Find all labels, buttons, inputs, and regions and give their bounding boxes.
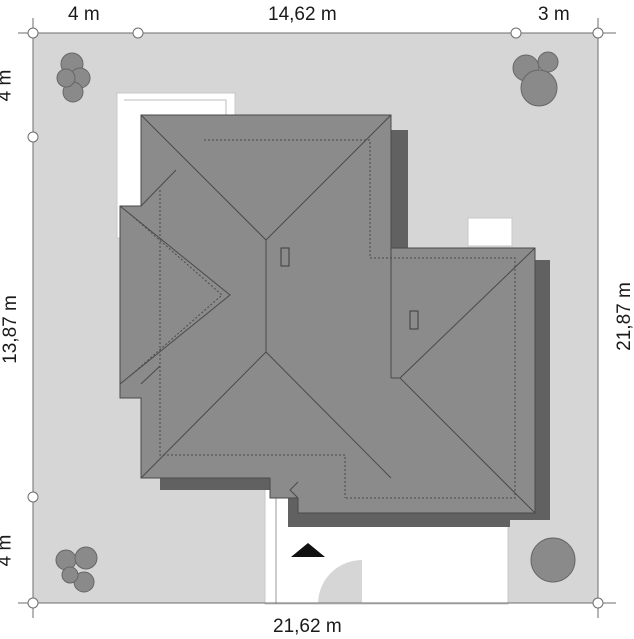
dim-top-right: 3 m <box>538 4 570 25</box>
dim-left-middle: 13,87 m <box>0 295 21 364</box>
dim-right: 21,87 m <box>613 282 634 351</box>
entrance-arrow-icon <box>291 543 325 557</box>
terrace-right <box>467 217 513 247</box>
tree-icon <box>56 52 91 103</box>
tree-icon <box>530 537 576 583</box>
dim-left-top: 4 m <box>0 70 15 102</box>
dim-left-bottom: 4 m <box>0 535 15 567</box>
roof-outline <box>119 114 536 514</box>
chimney-wing <box>409 310 419 330</box>
dim-bottom: 21,62 m <box>273 616 342 637</box>
dim-top-left: 4 m <box>68 4 100 25</box>
tree-icon <box>55 546 98 593</box>
dim-top-middle: 14,62 m <box>268 4 337 25</box>
door-swing-icon <box>318 560 362 604</box>
dimension-marker-icon <box>27 27 604 609</box>
roof <box>119 114 536 514</box>
tree-icon <box>512 51 559 107</box>
chimney-main <box>280 247 290 267</box>
